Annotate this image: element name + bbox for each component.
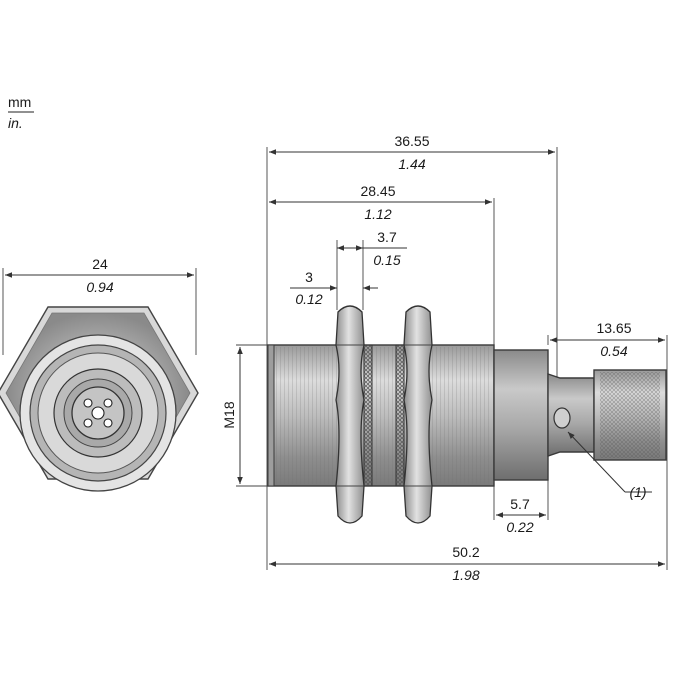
- nut-width-mm: 3: [305, 269, 313, 285]
- rear-housing: [493, 349, 549, 481]
- pin-2: [103, 398, 113, 408]
- side-view: 36.55 1.44 28.45 1.12 3.7 0.15 3 0.12 M1…: [221, 133, 668, 583]
- nut-gap-in: 0.15: [373, 252, 400, 268]
- sensing-face: [267, 344, 275, 487]
- callout-label: (1): [629, 484, 646, 500]
- pin-1: [83, 398, 93, 408]
- thread-length-mm: 28.45: [360, 183, 395, 199]
- body-length-in: 1.44: [398, 156, 425, 172]
- front-view: 24 0.94: [0, 256, 199, 492]
- step-length-in: 0.22: [506, 519, 533, 535]
- overall-length-mm: 50.2: [452, 544, 479, 560]
- pin-4: [103, 418, 113, 428]
- thread-length-in: 1.12: [364, 206, 391, 222]
- nut-gap-mm: 3.7: [377, 229, 397, 245]
- thread-diameter-label: M18: [221, 401, 237, 428]
- connector-knurl: [600, 372, 660, 458]
- unit-metric: mm: [8, 94, 31, 110]
- width-in-label: 0.94: [86, 279, 113, 295]
- pin-3: [83, 418, 93, 428]
- units-legend: mm in.: [8, 94, 34, 131]
- step-length-mm: 5.7: [510, 496, 530, 512]
- callout-leader: [567, 431, 626, 493]
- unit-imperial: in.: [8, 115, 23, 131]
- connector-length-in: 0.54: [600, 343, 627, 359]
- body-length-mm: 36.55: [394, 133, 429, 149]
- width-mm-label: 24: [92, 256, 108, 272]
- pin-center: [91, 406, 105, 420]
- connector-length-mm: 13.65: [596, 320, 631, 336]
- nut-width-in: 0.12: [295, 291, 322, 307]
- lock-nut-2: [403, 305, 433, 524]
- toothed-washer-2: [395, 344, 405, 487]
- overall-length-in: 1.98: [452, 567, 479, 583]
- led-indicator: [553, 407, 571, 429]
- toothed-washer-1: [363, 344, 373, 487]
- lock-nut-1: [335, 305, 365, 524]
